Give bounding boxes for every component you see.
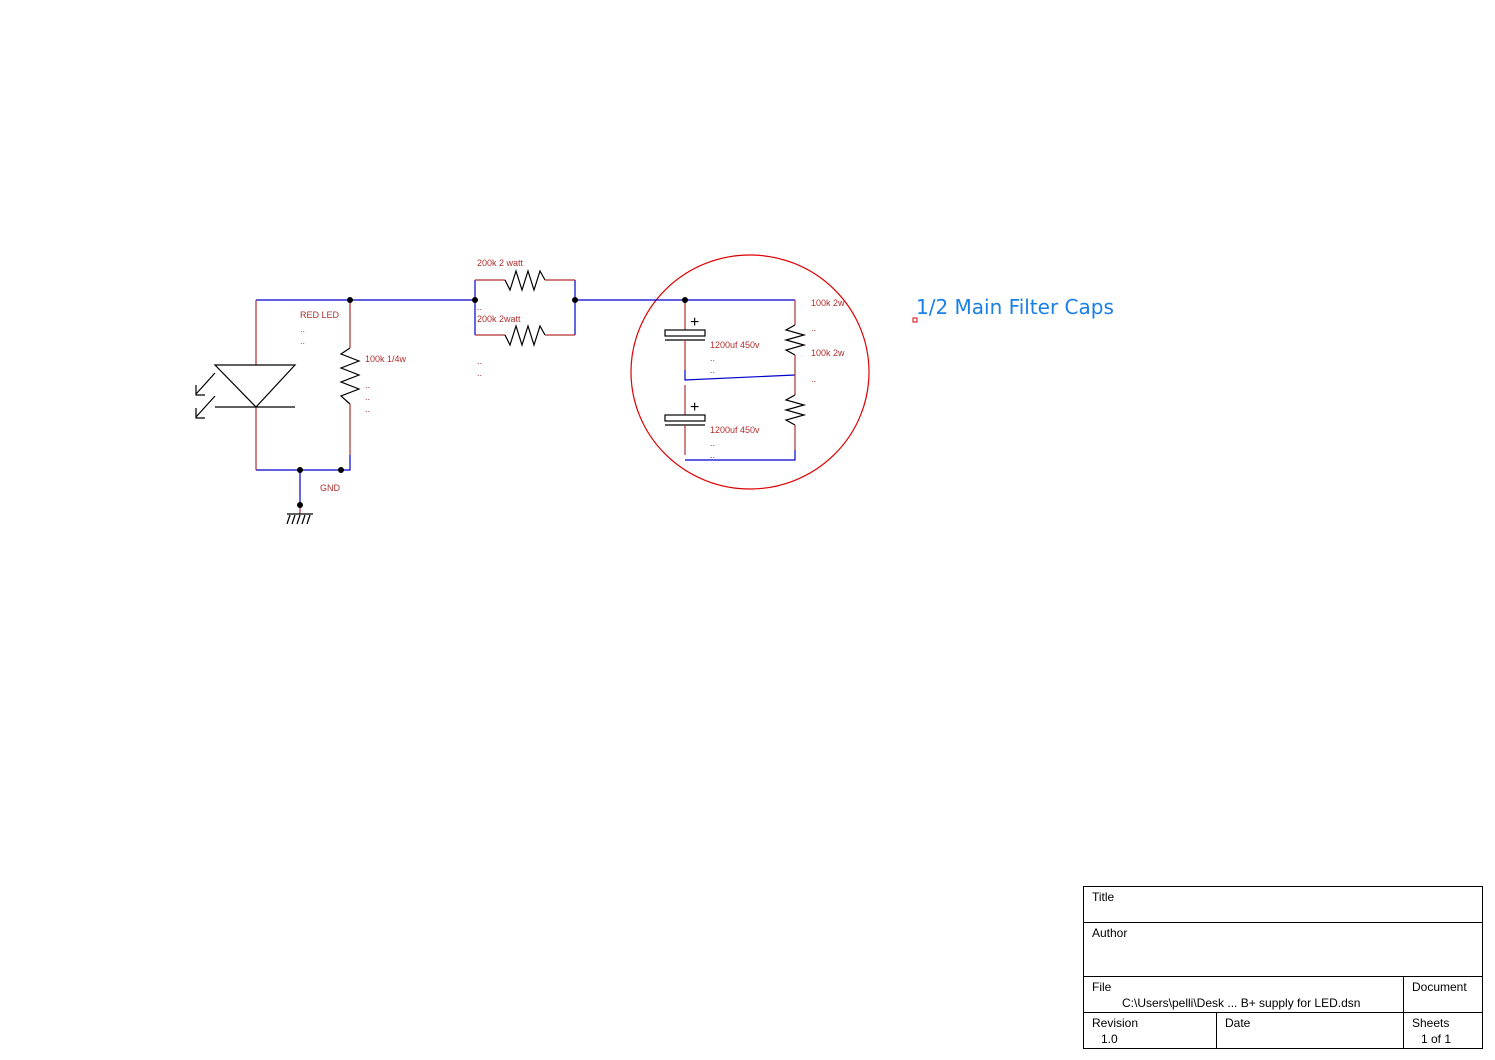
led-triangle-icon [213,364,297,408]
capacitor-plate-icon [664,414,706,422]
author-label: Author [1092,926,1128,940]
junction-dot [572,297,578,303]
resistor-zigzag-icon [504,324,546,347]
revision-value: 1.0 [1101,1032,1118,1046]
junction-dot [297,467,303,473]
title-cell[interactable]: Title [1084,887,1482,923]
resistor-attr: .. [477,356,482,366]
capacitor-c1[interactable]: + 1200uf 450v .. .. [664,300,760,375]
resistor-100k-2w-bottom[interactable]: 100k 2w .. [783,348,845,450]
resistor-zigzag-icon [504,269,546,292]
resistor-100k-quarter-watt[interactable]: 100k 1/4w .. .. .. [339,300,407,455]
resistor-200k-top[interactable]: 200k 2 watt [475,258,575,292]
resistor-zigzag-icon [783,324,807,356]
date-label: Date [1225,1016,1251,1030]
title-block: Title Author File C:\Users\pelli\Desk ..… [1083,886,1483,1049]
revision-label: Revision [1092,1016,1139,1030]
wire-bottom-left[interactable] [256,455,351,471]
document-label: Document [1412,980,1467,994]
capacitor-c2[interactable]: + 1200uf 450v .. .. [664,385,760,460]
capacitor-polarity: + [690,399,699,416]
capacitor-polarity: + [690,314,699,331]
led-attr: .. [300,324,305,334]
ground-hatch-icon [286,514,311,525]
document-cell[interactable]: Document [1404,977,1482,1013]
resistor-attr: .. [477,302,482,312]
revision-cell[interactable]: Revision 1.0 [1084,1013,1217,1048]
sheets-label: Sheets [1412,1016,1450,1030]
file-value: C:\Users\pelli\Desk ... B+ supply for LE… [1122,996,1361,1010]
file-cell[interactable]: File C:\Users\pelli\Desk ... B+ supply f… [1084,977,1404,1013]
capacitor-label: 1200uf 450v [710,425,760,435]
junction-dot [347,297,353,303]
author-cell[interactable]: Author [1084,923,1482,977]
junctions [297,297,688,508]
resistor-200k-bottom[interactable]: 200k 2watt .. .. .. [475,302,575,378]
resistor-100k-2w-top[interactable]: 100k 2w .. [783,298,845,395]
wire-cap-midpoint[interactable] [684,370,796,381]
ground-symbol[interactable]: GND [286,483,341,525]
resistor-zigzag-icon [783,394,807,426]
resistor-attr: .. [365,380,370,390]
resistor-attr: .. [811,374,816,384]
capacitor-attr: .. [710,365,715,375]
resistor-label: 200k 2watt [477,314,521,324]
led-emission-arrows-icon [195,372,216,419]
resistor-label: 100k 2w [811,298,845,308]
junction-dot [472,297,478,303]
junction-dot [297,502,303,508]
file-label: File [1092,980,1112,994]
led-label: RED LED [300,310,340,320]
resistor-attr: .. [365,392,370,402]
capacitor-attr: .. [710,353,715,363]
capacitor-plate-icon [664,329,706,337]
annotation-anchor[interactable] [912,317,918,323]
highlight-circle[interactable] [630,254,870,490]
capacitor-attr: .. [710,438,715,448]
annotation-text[interactable]: 1/2 Main Filter Caps [916,295,1114,319]
led-component[interactable]: RED LED .. .. [195,300,340,470]
wire-cap-bottom[interactable] [685,450,796,461]
resistor-attr: .. [811,323,816,333]
date-cell[interactable]: Date [1217,1013,1404,1048]
resistor-attr: .. [365,404,370,414]
capacitor-label: 1200uf 450v [710,340,760,350]
capacitor-attr: .. [710,450,715,460]
ground-label: GND [320,483,341,493]
resistor-label: 100k 1/4w [365,354,407,364]
title-label: Title [1092,890,1115,904]
sheets-cell[interactable]: Sheets 1 of 1 [1404,1013,1482,1048]
resistor-attr: .. [477,368,482,378]
junction-dot [682,297,688,303]
resistor-label: 200k 2 watt [477,258,524,268]
resistor-zigzag-icon [339,347,361,405]
wires [256,280,796,505]
led-attr: .. [300,336,305,346]
junction-dot [338,467,344,473]
resistor-label: 100k 2w [811,348,845,358]
sheets-value: 1 of 1 [1421,1032,1452,1046]
